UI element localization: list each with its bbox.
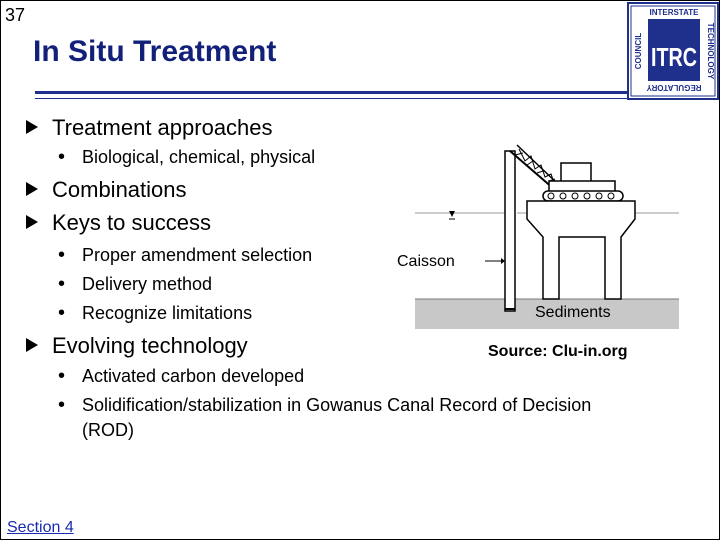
sub-bullet-solidification-cont: (ROD) (82, 420, 134, 440)
bullet-dot-icon: • (58, 365, 66, 387)
title-rule (35, 91, 627, 94)
logo-right-text: TECHNOLOGY (706, 23, 715, 80)
pier-structure (526, 200, 636, 300)
logo-left-text: COUNCIL (634, 33, 643, 70)
bullet-dot-icon: • (58, 244, 66, 266)
sediment-layer (415, 299, 679, 329)
bullet-dot-icon: • (58, 302, 66, 324)
figure-source: Source: Clu-in.org (488, 343, 628, 360)
arrow-bullet-icon (26, 215, 38, 229)
bullet-dot-icon: • (58, 394, 66, 416)
itrc-logo: ITRC INTERSTATE REGULATORY COUNCIL TECHN… (627, 2, 719, 100)
arrow-bullet-icon (26, 120, 38, 134)
caisson-pipe (504, 150, 516, 312)
caisson-diagram (415, 144, 679, 329)
title-rule-thin (35, 98, 627, 99)
water-level-icon (449, 211, 455, 217)
bullet-dot-icon: • (58, 146, 66, 168)
arrow-bullet-icon (26, 338, 38, 352)
logo-top-text: INTERSTATE (649, 8, 699, 17)
caisson-label: Caisson (397, 253, 455, 270)
logo-main-text: ITRC (651, 42, 697, 72)
crane-boom (509, 150, 555, 190)
arrow-bullet-icon (26, 182, 38, 196)
section-4-link[interactable]: Section 4 (7, 519, 74, 536)
slide-title: In Situ Treatment (33, 35, 277, 68)
bullet-dot-icon: • (58, 273, 66, 295)
slide-number: 37 (5, 5, 26, 25)
logo-bottom-text: REGULATORY (646, 83, 702, 92)
sediments-label: Sediments (535, 304, 611, 321)
